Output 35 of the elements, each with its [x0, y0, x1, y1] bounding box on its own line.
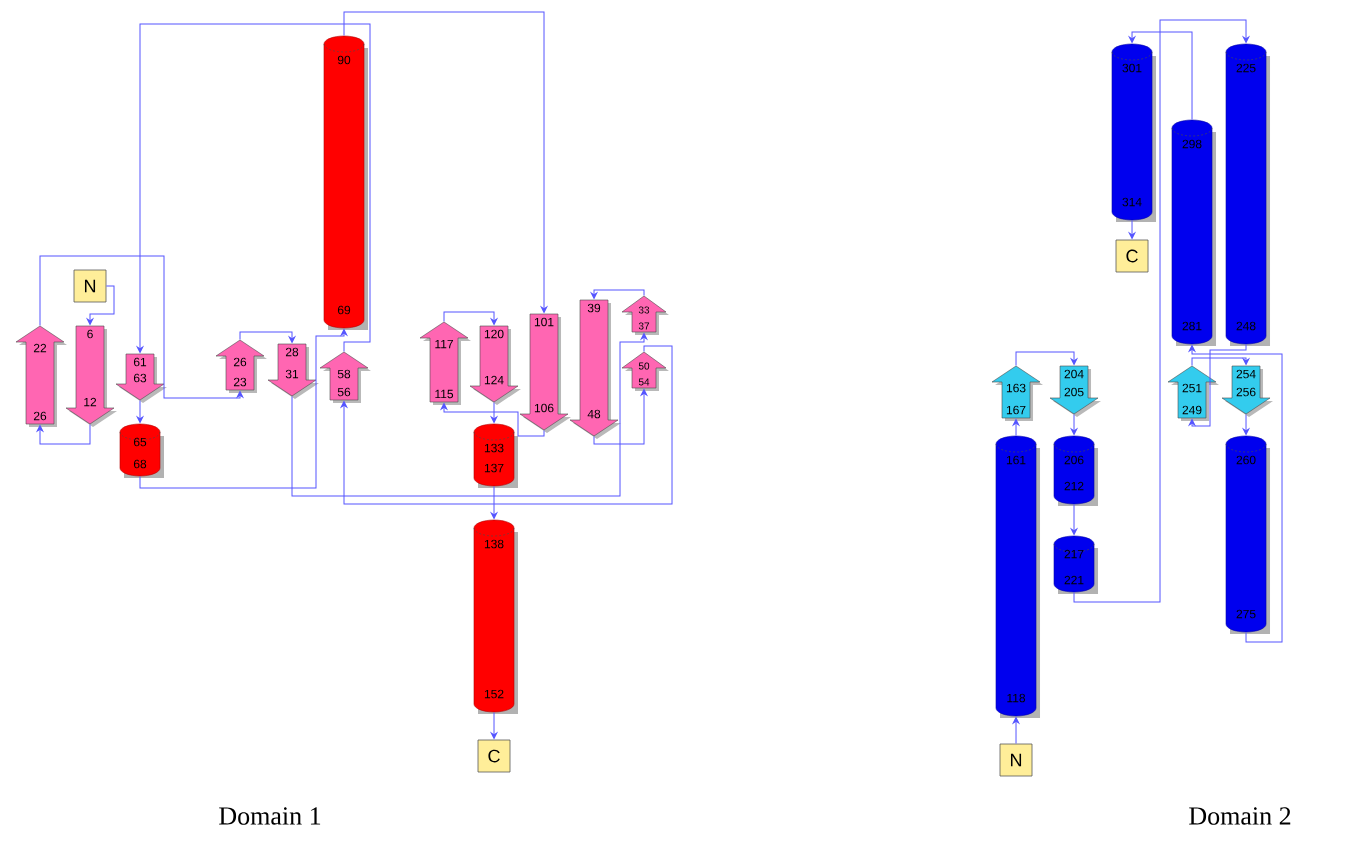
connector-line — [440, 403, 545, 437]
connector-line — [1128, 219, 1136, 239]
connector-line — [36, 423, 91, 445]
domain-label: Domain 1 — [219, 807, 321, 825]
connector-line — [86, 285, 115, 325]
connector-line — [1188, 345, 1283, 643]
connector-line — [1191, 357, 1250, 367]
connector-line — [139, 329, 348, 489]
connector-line — [1070, 503, 1078, 535]
connector-line — [136, 23, 371, 353]
connector-line — [1242, 413, 1250, 435]
connector-line — [1073, 19, 1250, 603]
connector-line — [136, 399, 144, 423]
connector-line — [443, 311, 498, 325]
connector-line — [291, 333, 648, 497]
connector-line — [343, 11, 548, 313]
connector-line — [239, 331, 296, 343]
connector-line — [39, 255, 244, 399]
connector-line — [1128, 31, 1193, 121]
terminus-box: N — [999, 743, 1033, 777]
connector-line — [1070, 413, 1078, 435]
connector-line — [593, 389, 648, 445]
terminus-box: C — [477, 739, 511, 773]
connector-line — [490, 401, 498, 423]
connector-line — [490, 485, 498, 519]
connector-line — [490, 711, 498, 739]
terminus-box: N — [73, 269, 107, 303]
connector-line — [590, 289, 645, 299]
connector-line — [1012, 717, 1020, 745]
connector-line — [1188, 343, 1247, 427]
terminus-box: C — [1115, 239, 1149, 273]
connector-line — [1012, 419, 1020, 437]
domain-label: Domain 2 — [1189, 807, 1291, 825]
connector-line — [340, 345, 673, 505]
connector-line — [1015, 351, 1078, 367]
